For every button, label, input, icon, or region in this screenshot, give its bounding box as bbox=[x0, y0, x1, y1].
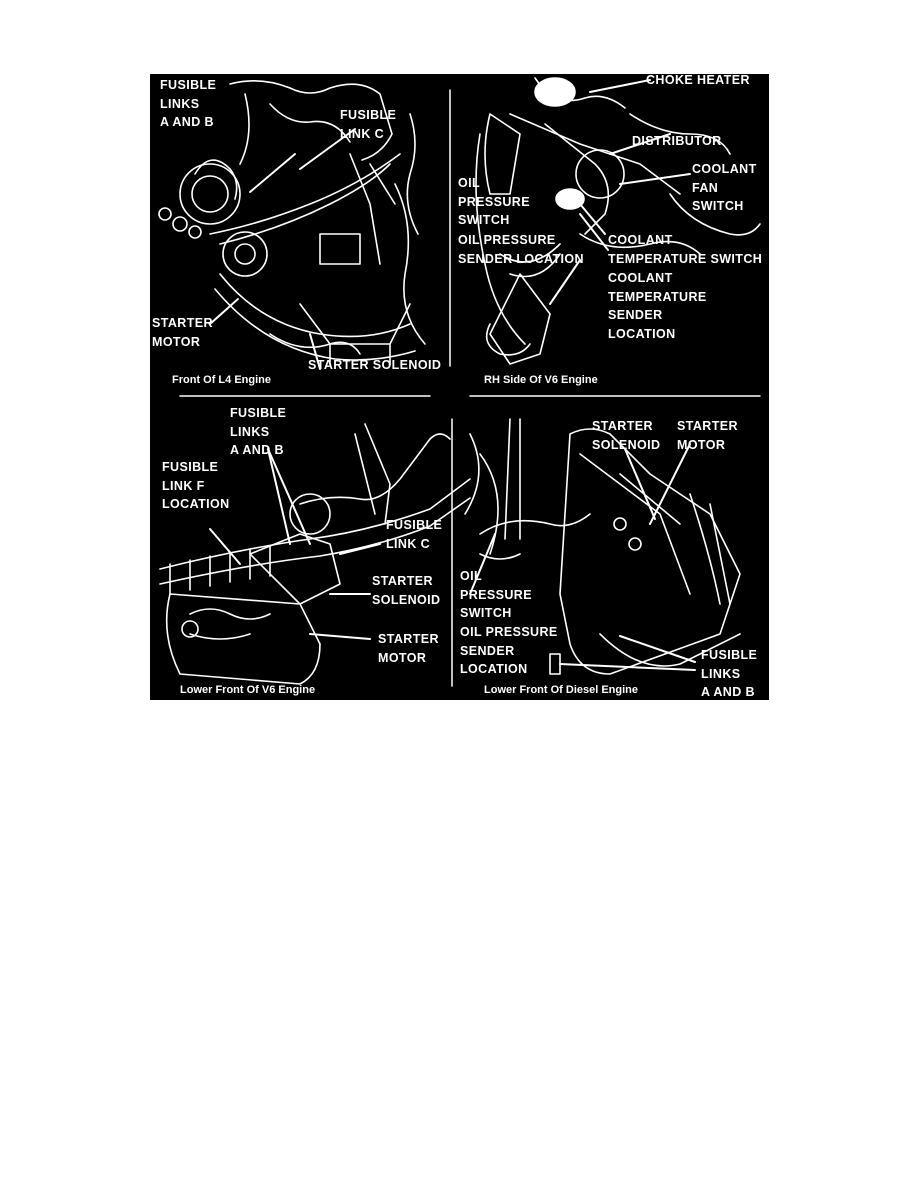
label-oil-pressure-switch: OIL PRESSURE SWITCH bbox=[458, 176, 530, 227]
label-fusible-link-c: FUSIBLE LINK C bbox=[340, 108, 397, 141]
label-oil-pressure-sender: OIL PRESSURE SENDER LOCATION bbox=[458, 233, 584, 266]
label-fusible-link-f-location: FUSIBLE LINK F LOCATION bbox=[162, 460, 230, 511]
label-fusible-links-a-b: FUSIBLE LINKS A AND B bbox=[230, 406, 287, 457]
diesel-lower-front-drawing bbox=[464, 418, 741, 675]
label-fusible-link-c: FUSIBLE LINK C bbox=[386, 518, 443, 551]
engine-line-drawings bbox=[158, 77, 761, 687]
caption-rh-side-v6-engine: RH Side Of V6 Engine bbox=[484, 374, 598, 386]
label-starter-motor: STARTER MOTOR bbox=[152, 316, 213, 349]
label-fusible-links-a-b: FUSIBLE LINKS A AND B bbox=[701, 648, 758, 699]
label-starter-motor: STARTER MOTOR bbox=[378, 632, 439, 665]
caption-front-l4-engine: Front Of L4 Engine bbox=[172, 374, 271, 386]
label-coolant-fan-switch: COOLANT FAN SWITCH bbox=[692, 162, 757, 213]
label-fusible-links-a-b: FUSIBLE LINKS A AND B bbox=[160, 78, 217, 129]
label-oil-pressure-switch: OIL PRESSURE SWITCH bbox=[460, 569, 532, 620]
panel-dividers bbox=[179, 89, 761, 687]
caption-lower-front-diesel-engine: Lower Front Of Diesel Engine bbox=[484, 684, 639, 696]
l4-engine-drawing bbox=[158, 80, 426, 365]
engine-component-locations-figure: FUSIBLE LINKS A AND B FUSIBLE LINK C STA… bbox=[150, 73, 769, 700]
label-starter-solenoid: STARTER SOLENOID bbox=[372, 574, 441, 607]
caption-lower-front-v6-engine: Lower Front Of V6 Engine bbox=[180, 684, 316, 696]
label-starter-solenoid: STARTER SOLENOID bbox=[592, 419, 661, 452]
label-choke-heater: CHOKE HEATER bbox=[646, 73, 750, 87]
label-oil-pressure-sender: OIL PRESSURE SENDER LOCATION bbox=[460, 625, 558, 676]
label-starter-motor: STARTER MOTOR bbox=[677, 419, 738, 452]
label-coolant-temperature-sender: COOLANT TEMPERATURE SENDER LOCATION bbox=[608, 271, 707, 341]
v6-lower-front-drawing bbox=[159, 423, 471, 685]
label-coolant-temperature-switch: COOLANT TEMPERATURE SWITCH bbox=[608, 233, 763, 266]
leader-arrows bbox=[209, 79, 696, 671]
label-starter-solenoid: STARTER SOLENOID bbox=[308, 358, 442, 372]
label-distributor: DISTRIBUTOR bbox=[632, 134, 722, 148]
